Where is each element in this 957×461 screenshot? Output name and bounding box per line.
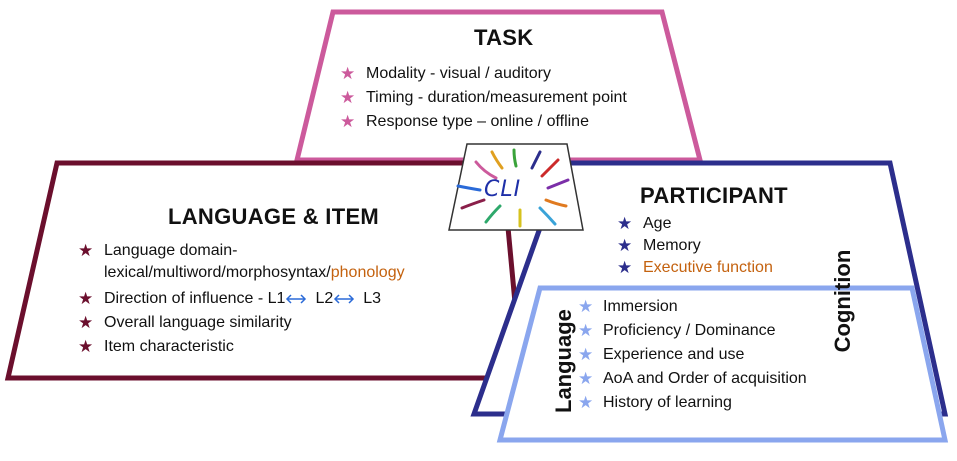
l3-label: L3: [363, 290, 382, 307]
star-icon: ★: [578, 369, 594, 388]
language-sub-item: Immersion: [603, 298, 678, 315]
phonology-text: phonology: [330, 264, 405, 281]
l2-label: L2: [315, 290, 334, 307]
language-sub-item: Proficiency / Dominance: [603, 322, 776, 339]
double-arrow-icon: [334, 294, 355, 304]
task-item: Timing - duration/measurement point: [366, 89, 627, 106]
cognition-label: Cognition: [830, 249, 855, 353]
task-frame: [293, 9, 704, 163]
star-icon: ★: [78, 337, 94, 356]
language-item-item: Language domain-: [104, 242, 238, 259]
language-sub-item: Experience and use: [603, 346, 745, 363]
language-sub-item: History of learning: [603, 394, 732, 411]
star-icon: ★: [578, 393, 594, 412]
task-item: Response type – online / offline: [366, 113, 589, 130]
cli-frame: [448, 143, 584, 231]
cli-label: CLI: [484, 177, 522, 202]
participant-title: PARTICIPANT: [640, 183, 788, 208]
star-icon: ★: [340, 112, 356, 131]
star-icon: ★: [340, 88, 356, 107]
l1-label: L1: [267, 290, 286, 307]
star-icon: ★: [78, 241, 94, 260]
domains-text: lexical/multiword/morphosyntax/: [104, 264, 331, 281]
language-sub-item: AoA and Order of acquisition: [603, 370, 807, 387]
double-arrow-icon: [286, 294, 307, 304]
task-item: Modality - visual / auditory: [366, 65, 551, 82]
star-icon: ★: [617, 236, 633, 255]
language-side-label: Language: [551, 309, 576, 413]
star-icon: ★: [340, 64, 356, 83]
participant-item: Age: [643, 215, 672, 232]
star-icon: ★: [617, 214, 633, 233]
language-item-title: LANGUAGE & ITEM: [168, 204, 380, 229]
star-icon: ★: [617, 258, 633, 277]
language-item-item: Direction of influence - L1 L2 L3: [104, 289, 381, 309]
participant-item: Executive function: [643, 259, 773, 276]
star-icon: ★: [578, 345, 594, 364]
star-icon: ★: [578, 297, 594, 316]
language-subframe: [496, 285, 949, 443]
language-item-item-continuation: lexical/multiword/morphosyntax/phonology: [104, 263, 405, 283]
language-item-item: Overall language similarity: [104, 314, 292, 331]
language-item-item: Item characteristic: [104, 338, 234, 355]
direction-text: Direction of influence -: [104, 290, 268, 307]
cli-rays: [456, 148, 570, 228]
star-icon: ★: [78, 313, 94, 332]
star-icon: ★: [78, 289, 94, 308]
task-title: TASK: [474, 25, 534, 50]
star-icon: ★: [578, 321, 594, 340]
participant-item: Memory: [643, 237, 701, 254]
